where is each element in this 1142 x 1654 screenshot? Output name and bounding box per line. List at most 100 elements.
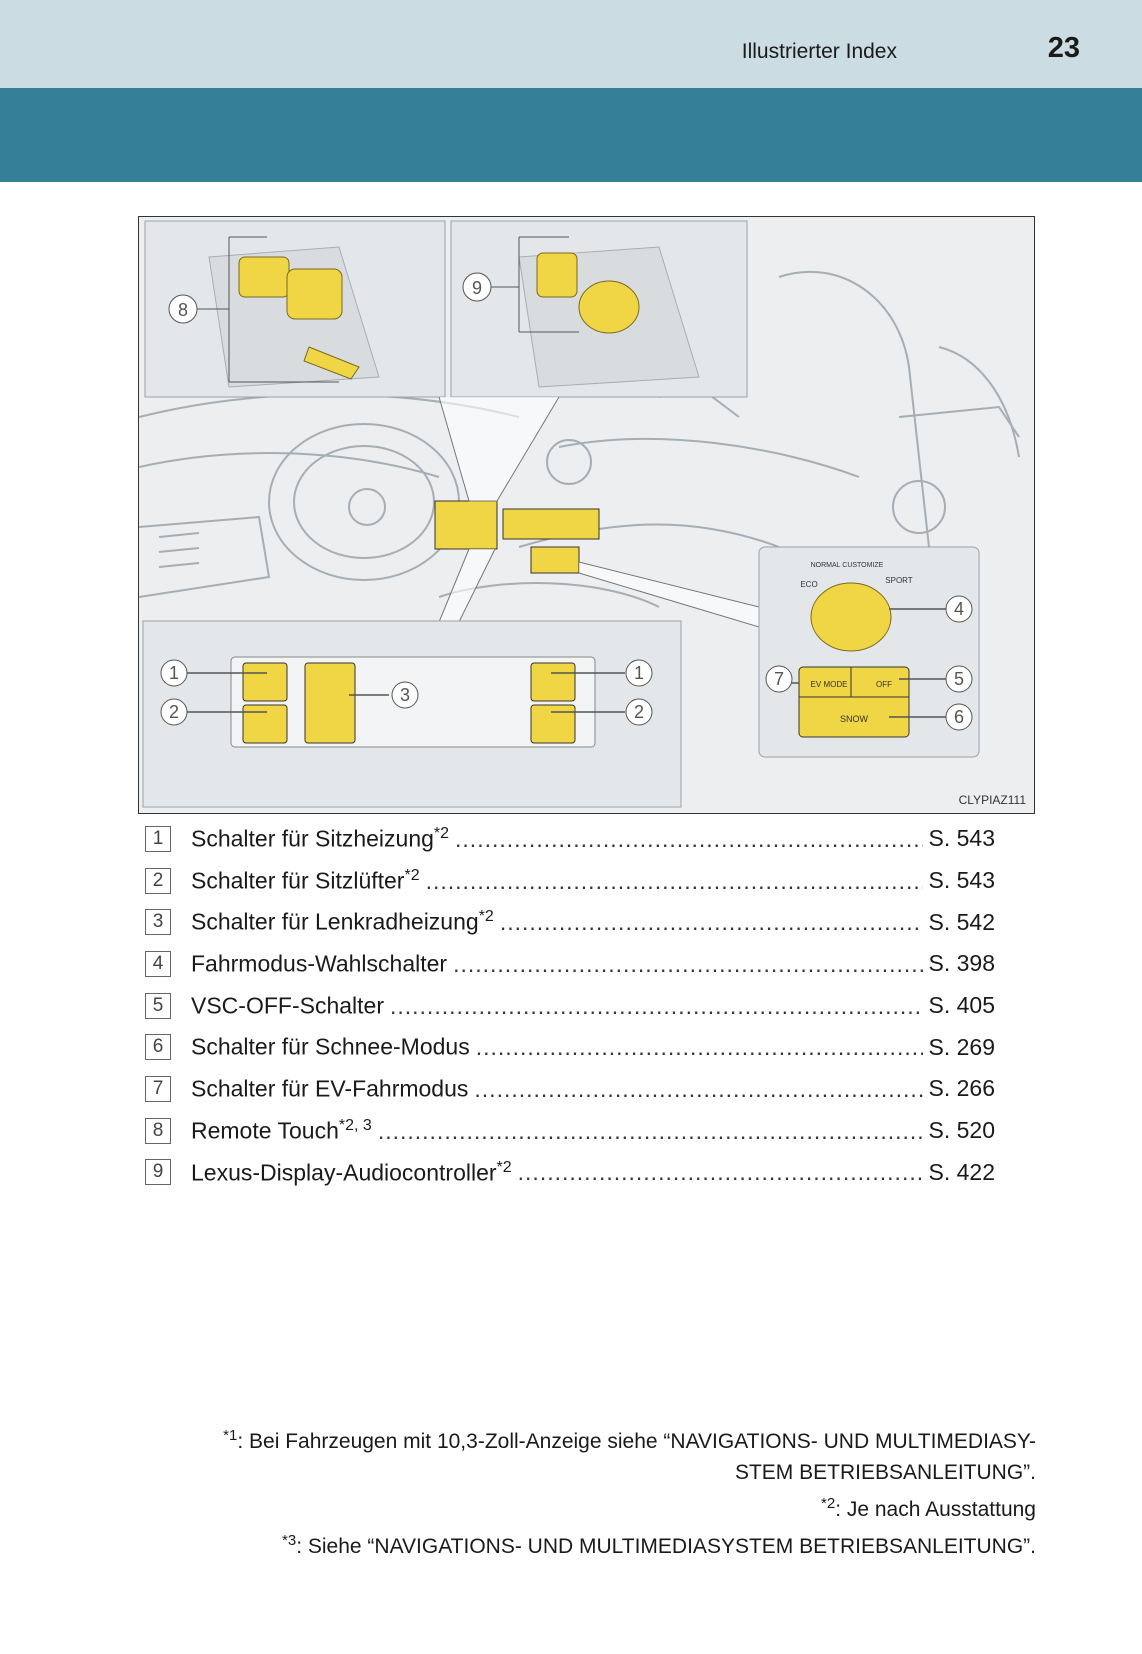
item-label-text: Schalter für EV-Fahrmodus [191,1075,469,1102]
inset-drive-mode: NORMAL CUSTOMIZE ECO SPORT EV MODE OFF S… [758,546,980,758]
callout-2-left: 2 [169,702,179,722]
list-item: 4 Fahrmodus-Wahlschalter S. 398 [145,943,995,985]
item-label-text: Schalter für Sitzheizung [191,825,434,852]
page-number: 23 [1047,32,1080,64]
footnote-2: *2: Je nach Ausstattung [136,1488,1036,1525]
item-label: Remote Touch*2, 3 [191,1117,372,1145]
item-number: 6 [145,1034,171,1061]
callout-1-left: 1 [169,663,179,683]
item-footnote-mark: *2 [433,825,450,843]
callout-1-right: 1 [634,663,644,683]
leader-dots [500,908,923,936]
item-label: Schalter für Lenkradheizung*2 [191,908,494,936]
footnote-mark: *1 [223,1427,238,1444]
item-label-text: Lexus-Display-Audiocontroller [191,1159,497,1186]
item-label: Lexus-Display-Audiocontroller*2 [191,1159,512,1187]
item-number: 4 [145,950,171,977]
callout-5: 5 [954,669,964,689]
section-title: Illustrierter Index [741,40,897,63]
list-item: 3 Schalter für Lenkradheizung*2 S. 542 [145,901,995,943]
item-label: VSC-OFF-Schalter [191,992,384,1020]
item-number: 9 [145,1159,171,1186]
item-label-text: Schalter für Schnee-Modus [191,1034,470,1061]
label-snow: SNOW [840,714,869,724]
list-item: 2 Schalter für Sitzlüfter*2 S. 543 [145,860,995,902]
index-list: 1 Schalter für Sitzheizung*2 S. 543 2 Sc… [145,818,995,1193]
item-footnote-mark: *2 [496,1158,512,1176]
inset-heater-switches: 1 2 3 1 2 [142,620,682,808]
header-top-band [0,0,1142,88]
footnote-1-cont: STEM BETRIEBSANLEITUNG”. [734,1461,1036,1484]
footnote-text: : Siehe “NAVIGATIONS- UND MULTIMEDIASYST… [296,1535,1036,1558]
item-footnote-mark: *2 [478,908,494,926]
callout-3: 3 [400,685,410,705]
item-label-text: Fahrmodus-Wahlschalter [191,950,448,977]
list-item: 6 Schalter für Schnee-Modus S. 269 [145,1026,995,1068]
inset-remote-touch: 8 [144,220,446,398]
item-page-ref[interactable]: S. 543 [928,867,996,894]
leader-dots [426,867,923,895]
callout-6: 6 [954,707,964,727]
item-page-ref[interactable]: S. 542 [928,908,996,935]
list-item: 1 Schalter für Sitzheizung*2 S. 543 [145,818,995,860]
item-page-ref[interactable]: S. 520 [928,1117,996,1144]
list-item: 5 VSC-OFF-Schalter S. 405 [145,985,995,1027]
item-footnote-mark: *2, 3 [338,1116,372,1134]
footnotes: *1: Bei Fahrzeugen mit 10,3-Zoll-Anzeige… [136,1420,1036,1562]
label-ev-mode: EV MODE [811,680,848,689]
item-number: 3 [145,909,171,936]
item-label-text: Schalter für Lenkradheizung [191,909,479,936]
leader-dots [453,950,922,978]
footnote-3: *3: Siehe “NAVIGATIONS- UND MULTIMEDIASY… [136,1525,1036,1562]
interior-illustration: 8 9 [138,216,1035,814]
item-label-text: Schalter für Sitzlüfter [191,867,405,894]
item-label: Schalter für Sitzheizung*2 [191,825,449,853]
item-page-ref[interactable]: S. 269 [928,1033,996,1060]
item-label: Schalter für Schnee-Modus [191,1033,470,1061]
leader-dots [474,1075,922,1103]
item-number: 7 [145,1075,171,1102]
item-number: 1 [145,825,171,852]
callout-9: 9 [472,278,482,298]
item-label: Schalter für EV-Fahrmodus [191,1075,468,1103]
leader-dots [455,825,922,853]
callout-7: 7 [774,669,784,689]
list-item: 9 Lexus-Display-Audiocontroller*2 S. 422 [145,1152,995,1194]
label-eco: ECO [800,580,817,589]
item-label-text: Remote Touch [191,1117,339,1144]
item-page-ref[interactable]: S. 266 [928,1075,996,1102]
item-page-ref[interactable]: S. 405 [928,992,996,1019]
item-page-ref[interactable]: S. 543 [928,825,996,852]
callout-8: 8 [178,300,188,320]
list-item: 8 Remote Touch*2, 3 S. 520 [145,1110,995,1152]
label-normal-customize: NORMAL CUSTOMIZE [811,562,884,569]
item-number: 5 [145,992,171,1019]
footnote-mark: *3 [282,1532,297,1549]
leader-dots [518,1158,923,1186]
list-item: 7 Schalter für EV-Fahrmodus S. 266 [145,1068,995,1110]
callout-4: 4 [954,599,964,619]
callout-2-right: 2 [634,702,644,722]
item-footnote-mark: *2 [404,866,420,884]
item-number: 2 [145,867,171,894]
footnote-text: : Je nach Ausstattung [835,1498,1036,1521]
leader-dots [390,992,923,1020]
item-number: 8 [145,1117,171,1144]
header-accent-band [0,88,1142,182]
footnote-mark: *2 [821,1495,836,1512]
inset-audio-controller: 9 [450,220,748,398]
item-page-ref[interactable]: S. 422 [928,1158,996,1185]
label-sport: SPORT [885,576,913,585]
figure-code: CLYPIAZ111 [958,793,1026,807]
item-label-text: VSC-OFF-Schalter [191,992,384,1019]
footnote-text: : Bei Fahrzeugen mit 10,3-Zoll-Anzeige s… [237,1430,1036,1453]
item-label: Schalter für Sitzlüfter*2 [191,867,420,895]
leader-dots [476,1033,923,1061]
interior-illustration-svg: 8 9 [139,220,1020,808]
item-page-ref[interactable]: S. 398 [928,950,996,977]
item-label: Fahrmodus-Wahlschalter [191,950,447,978]
label-off: OFF [876,680,892,689]
leader-dots [378,1117,923,1145]
console-highlights [434,396,760,628]
dashboard-lineart [139,270,1020,608]
